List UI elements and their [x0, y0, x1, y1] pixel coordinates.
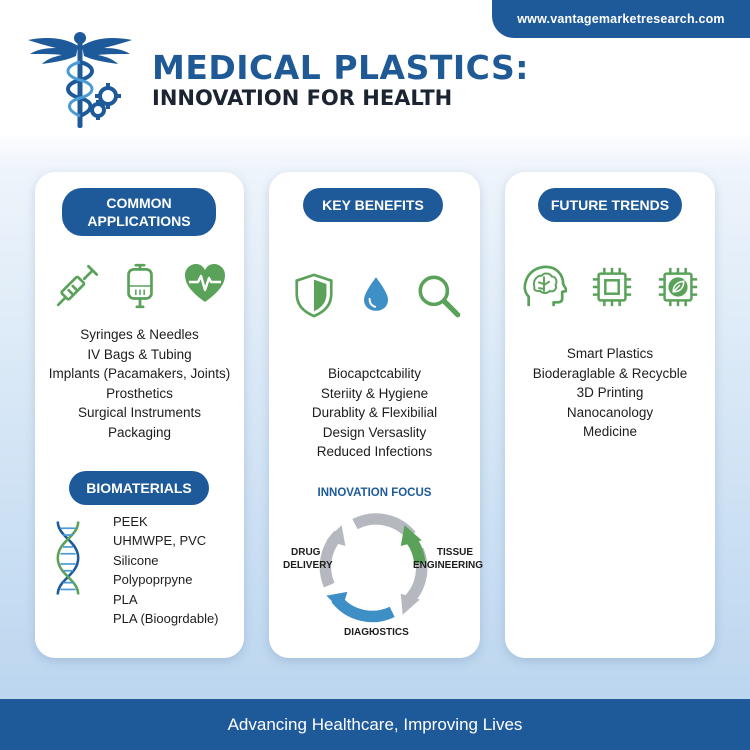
diagnostics-label: DIAGЮSTICS — [344, 627, 409, 638]
applications-heading: COMMON APPLICATIONS — [62, 188, 216, 236]
list-item: Smart Plastics — [566, 346, 654, 361]
biomaterials-heading: BIOMATERIALS — [69, 471, 209, 505]
list-item: Prosthetics — [106, 385, 173, 401]
droplet-icon — [364, 277, 388, 311]
list-item: PLA (Bioogrdable) — [113, 611, 219, 627]
innovation-cycle-diagram — [319, 513, 428, 623]
heartbeat-icon — [185, 264, 225, 302]
list-item: Nanocanology — [566, 404, 654, 420]
list-item: Reduced Infections — [316, 444, 433, 460]
list-item: PEEK — [113, 514, 148, 529]
list-item: Design Versaslity — [322, 424, 427, 440]
syringe-icon — [56, 264, 99, 307]
list-item: Syringes & Needles — [80, 327, 199, 342]
biomaterials-list: PEEK UHMWPE, PVC Silicone Polypoprpyne P… — [113, 512, 219, 628]
benefits-list: Biocapctcability Steriity & Hygiene Dura… — [269, 364, 480, 462]
innovation-focus-title: INNOVATION FOCUS — [317, 487, 432, 499]
list-item: PLA — [113, 591, 138, 607]
list-item: IV Bags & Tubing — [87, 346, 192, 362]
list-item: Packaging — [107, 424, 172, 440]
magnifier-icon — [418, 275, 461, 318]
list-item: Silicone — [113, 552, 159, 568]
benefits-heading: KEY BENEFITS — [303, 188, 443, 222]
list-item: Polypoprpyne — [113, 572, 193, 588]
page-title: MEDICAL PLASTICS: — [152, 48, 529, 87]
website-url-link[interactable]: www.vantagemarketresearch.com — [492, 0, 750, 38]
list-item: Biocapctcability — [327, 366, 422, 381]
drug-delivery-label: DRUG DELIVERY — [283, 547, 333, 571]
chip-icon — [592, 267, 632, 307]
shield-icon — [295, 273, 333, 318]
dna-icon — [56, 521, 80, 595]
caduceus-logo-icon — [28, 32, 132, 128]
trends-list: Smart Plastics Bioderaglable & Recycble … — [505, 344, 715, 442]
list-item: 3D Printing — [576, 385, 644, 401]
list-item: Steriity & Hygiene — [320, 385, 429, 401]
footer-banner: Advancing Healthcare, Improving Lives — [0, 699, 750, 750]
list-item: Bioderaglable & Recycble — [532, 365, 688, 381]
page-subtitle: INNOVATION FOR HEALTH — [152, 86, 453, 110]
list-item: Durablity & Flexibilial — [311, 405, 438, 421]
leaf-chip-icon — [658, 267, 698, 307]
benefits-card: KEY BENEFITS Biocapctcability Steriity &… — [269, 172, 484, 658]
list-item: Implants (Pacamakers, Joints) — [48, 366, 231, 382]
trends-card: FUTURE TRENDS Smart Plastics Bioderaglab… — [505, 172, 715, 658]
applications-list: Syringes & Needles IV Bags & Tubing Impl… — [35, 325, 244, 443]
trends-heading: FUTURE TRENDS — [538, 188, 682, 222]
applications-card: COMMON APPLICATIONS Syringes & Needles I… — [35, 172, 244, 658]
list-item: Surgical Instruments — [77, 405, 202, 421]
brain-head-icon — [523, 265, 567, 307]
tissue-engineering-label: TISSUE ENGINEERING — [413, 547, 484, 571]
list-item: UHMWPE, PVC — [113, 533, 207, 549]
iv-bag-icon — [127, 263, 153, 309]
footer-tagline: Advancing Healthcare, Improving Lives — [227, 714, 523, 734]
list-item: Medicine — [582, 424, 638, 440]
